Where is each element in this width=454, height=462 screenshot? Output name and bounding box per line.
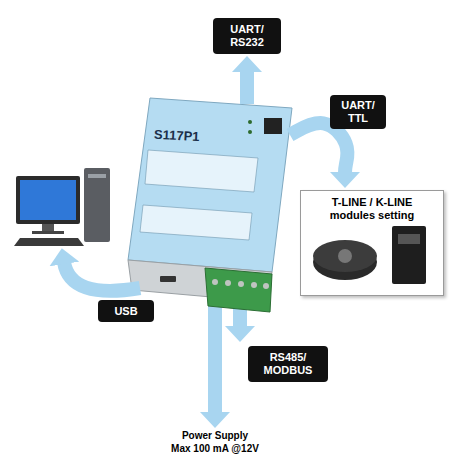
interface-label: USB bbox=[98, 300, 154, 322]
head-module-top bbox=[313, 240, 377, 272]
interface-label: UART/ RS232 bbox=[213, 18, 281, 54]
computer-tower bbox=[84, 168, 110, 242]
node-text: RS485/ MODBUS bbox=[254, 351, 322, 377]
terminal-screw bbox=[225, 280, 231, 286]
interface-label: RS485/ MODBUS bbox=[248, 346, 328, 382]
power-arrow bbox=[208, 305, 222, 414]
keyboard bbox=[14, 238, 84, 246]
device-front bbox=[128, 260, 272, 302]
signal-arrow bbox=[290, 123, 348, 174]
rj-connector bbox=[264, 118, 282, 134]
node-text: UART/ RS232 bbox=[219, 23, 275, 49]
device-body: S117P1 bbox=[140, 100, 290, 265]
din-module-label bbox=[398, 234, 420, 244]
head-module-hole bbox=[338, 249, 352, 263]
monitor-stand bbox=[42, 224, 54, 232]
monitor-screen bbox=[20, 180, 76, 220]
node-text: USB bbox=[114, 305, 137, 318]
interface-label: UART/ TTL bbox=[330, 95, 386, 129]
rs485-arrow bbox=[233, 305, 247, 328]
terminal-screw bbox=[263, 283, 269, 289]
monitor-base bbox=[32, 231, 64, 234]
din-module bbox=[392, 226, 426, 284]
power-note: Power Supply bbox=[165, 430, 265, 442]
signal-arrow bbox=[240, 70, 254, 104]
node-text: T-LINE / K-LINE modules setting bbox=[330, 196, 414, 221]
terminal-block bbox=[205, 268, 272, 312]
terminal-screw bbox=[238, 281, 244, 287]
node-text: UART/ TTL bbox=[336, 99, 380, 125]
device-top bbox=[128, 98, 292, 272]
status-led bbox=[248, 120, 252, 124]
module-box: T-LINE / K-LINE modules setting bbox=[300, 190, 444, 296]
usb-port bbox=[160, 276, 176, 282]
usb-arrow bbox=[64, 262, 140, 291]
node-text: S117P1 bbox=[154, 127, 200, 144]
power-note: Max 100 mA @12V bbox=[165, 443, 265, 455]
device-sticker bbox=[140, 205, 252, 240]
terminal-screw bbox=[212, 279, 218, 285]
head-module bbox=[313, 244, 377, 280]
device-sticker bbox=[145, 150, 258, 192]
status-led bbox=[248, 130, 252, 134]
terminal-screw bbox=[251, 282, 257, 288]
drive-bay bbox=[88, 174, 106, 178]
monitor-frame bbox=[16, 176, 80, 224]
